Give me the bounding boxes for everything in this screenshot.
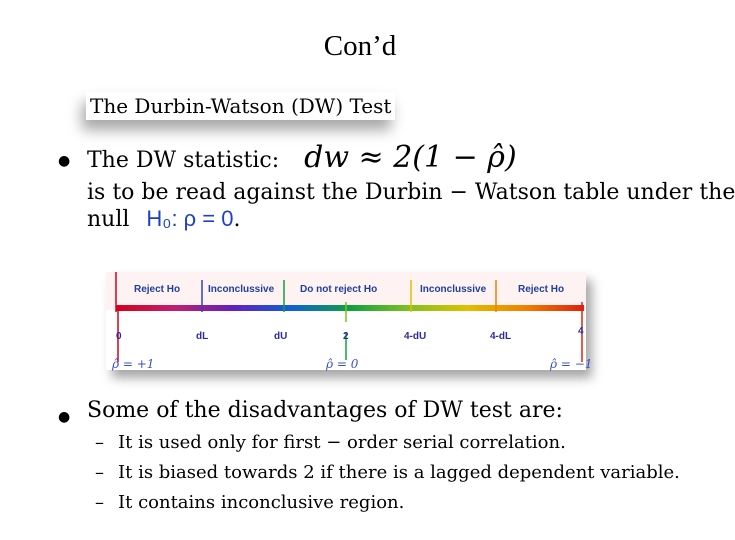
- dw-decision-diagram: Reject Ho Inconclussive Do not reject Ho…: [106, 272, 592, 371]
- dash-icon: –: [95, 462, 104, 483]
- tick-dL: dL: [196, 331, 208, 342]
- dw-null-line: null H₀: ρ = 0.: [87, 206, 241, 232]
- rho-minus-one: ρ̂ = −1: [549, 357, 592, 371]
- tick-0: 0: [116, 331, 122, 342]
- null-word: null: [87, 207, 130, 232]
- region-inconclusive-high: Inconclussive: [420, 284, 487, 295]
- region-reject-high: Reject Ho: [518, 284, 564, 295]
- dw-read-against-line: is to be read against the Durbin − Watso…: [87, 180, 735, 205]
- disadvantages-lead: Some of the disadvantages of DW test are…: [87, 398, 563, 423]
- tick-4: 4: [578, 326, 584, 337]
- dw-test-heading: The Durbin-Watson (DW) Test: [86, 92, 396, 120]
- bullet-icon: ●: [58, 409, 71, 425]
- null-hypothesis: H₀: ρ = 0: [146, 206, 234, 231]
- tick-4-dL: 4-dL: [490, 331, 511, 342]
- bullet-icon: ●: [58, 153, 71, 169]
- dw-formula: dw ≈ 2(1 − ρ̂): [304, 140, 517, 175]
- dw-statistic-lead: The DW statistic:: [87, 148, 280, 173]
- disadvantage-item: It is used only for first − order serial…: [118, 432, 566, 453]
- tick-4-dU: 4-dU: [404, 331, 426, 342]
- dash-icon: –: [95, 432, 104, 453]
- region-inconclusive-low: Inconclussive: [208, 284, 275, 295]
- tick-dU: dU: [274, 331, 287, 342]
- rho-plus-one: ρ̂ = +1: [111, 357, 154, 371]
- region-reject-low: Reject Ho: [134, 284, 180, 295]
- dw-statistic-line: The DW statistic: dw ≈ 2(1 − ρ̂): [87, 140, 517, 175]
- slide-title: Con’d: [323, 30, 397, 62]
- rho-zero: ρ̂ = 0: [325, 357, 359, 371]
- disadvantage-item: It is biased towards 2 if there is a lag…: [118, 462, 680, 483]
- region-do-not-reject: Do not reject Ho: [300, 284, 377, 295]
- dw-diagram-svg: Reject Ho Inconclussive Do not reject Ho…: [106, 272, 592, 371]
- disadvantage-item: It contains inconclusive region.: [118, 492, 405, 513]
- spectrum-bar: [116, 305, 584, 311]
- tick-2: 2: [343, 331, 349, 342]
- dash-icon: –: [95, 492, 104, 513]
- null-period: .: [233, 207, 241, 232]
